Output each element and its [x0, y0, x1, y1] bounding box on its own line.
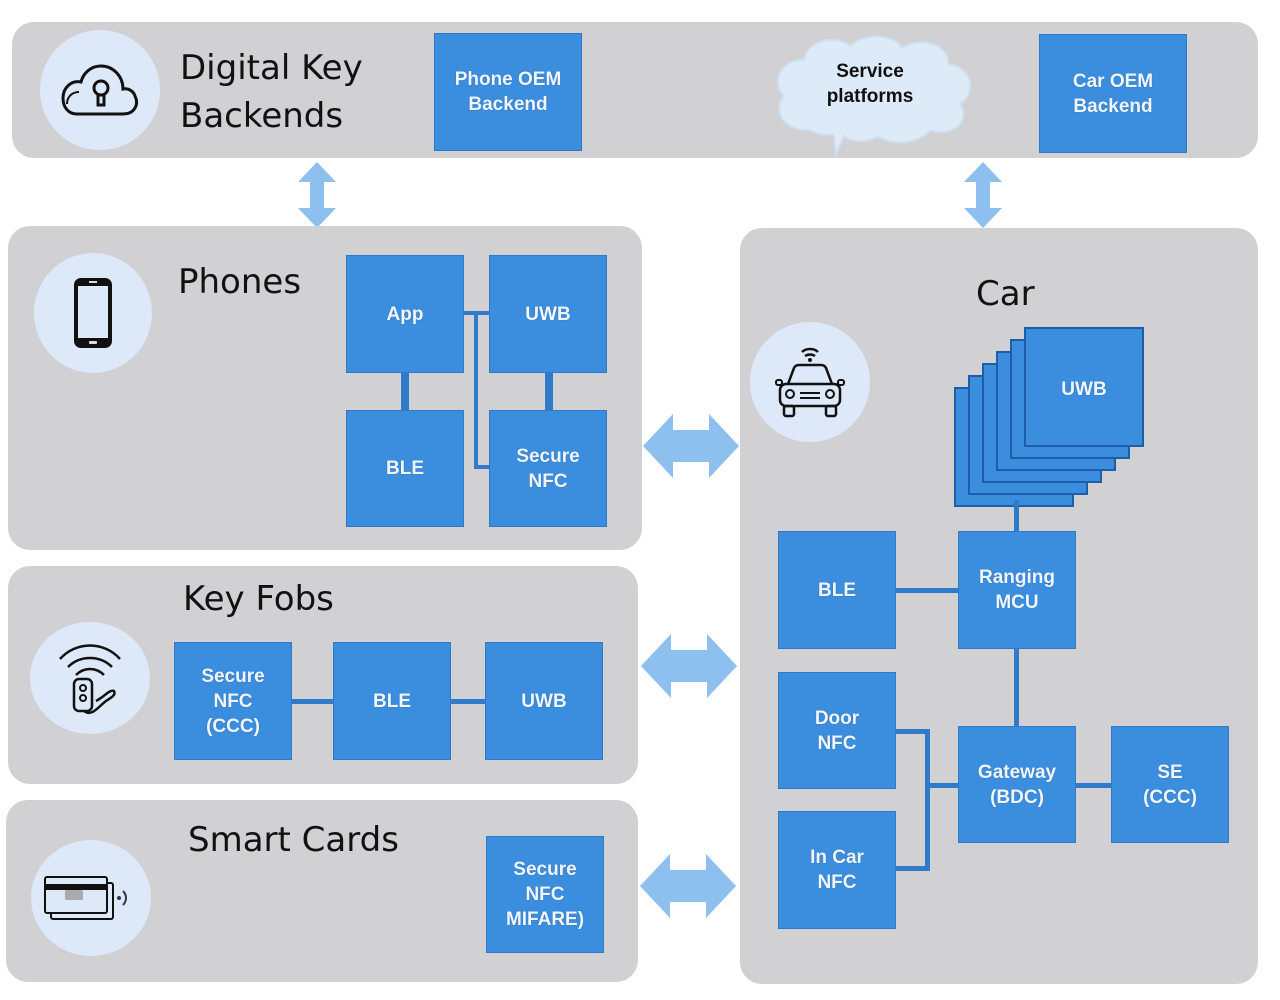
phone-ble-block: BLE: [346, 410, 464, 527]
connector: [474, 311, 478, 469]
car-ranging-mcu-block: Ranging MCU: [958, 531, 1076, 649]
connector: [1076, 783, 1112, 788]
car-icon-circle: [750, 322, 870, 442]
fob-ble-block: BLE: [333, 642, 451, 760]
car-uwb-label: UWB: [1061, 379, 1107, 400]
connector: [292, 699, 333, 704]
phone-oem-backend-block: Phone OEM Backend: [434, 33, 582, 151]
car-backend-arrow: [964, 162, 1002, 228]
fob-uwb-block: UWB: [485, 642, 603, 760]
phone-app-block: App: [346, 255, 464, 373]
connector: [545, 372, 553, 412]
connector: [896, 866, 930, 871]
car-oem-backend-block: Car OEM Backend: [1039, 34, 1187, 153]
smart-cards-title: Smart Cards: [188, 820, 399, 860]
card-secure-nfc-block: Secure NFC MIFARE): [486, 836, 604, 953]
backends-icon-circle: [40, 30, 160, 150]
connector: [451, 699, 485, 704]
car-se-block: SE (CCC): [1111, 726, 1229, 843]
key-fob-icon: [59, 644, 121, 715]
phones-title: Phones: [178, 262, 302, 302]
connector: [925, 729, 930, 869]
connector: [1014, 500, 1019, 534]
phones-backend-arrow: [298, 162, 336, 228]
service-platforms-label: Service platforms: [826, 61, 914, 107]
connected-car-icon: [775, 347, 845, 418]
phone-secure-nfc-block: Secure NFC: [489, 410, 607, 527]
phones-car-arrow: [643, 414, 739, 478]
key-fobs-title: Key Fobs: [183, 579, 334, 619]
fob-secure-nfc-block: Secure NFC (CCC): [174, 642, 292, 760]
car-ble-block: BLE: [778, 531, 896, 649]
car-door-nfc-block: Door NFC: [778, 672, 896, 789]
connector: [401, 372, 409, 412]
smart-cards-car-arrow: [640, 854, 736, 918]
key-fobs-car-arrow: [641, 634, 737, 698]
car-gateway-block: Gateway (BDC): [958, 726, 1076, 843]
smartphone-icon: [74, 278, 112, 348]
phone-uwb-block: UWB: [489, 255, 607, 373]
phones-icon-circle: [34, 253, 152, 373]
key-fobs-icon-circle: [30, 622, 150, 734]
backends-title: Digital Key Backends: [180, 48, 363, 136]
car-title: Car: [976, 274, 1035, 314]
connector: [896, 588, 958, 593]
connector: [925, 783, 959, 788]
connector: [1014, 648, 1019, 728]
connector: [896, 729, 928, 734]
connector: [474, 465, 490, 469]
service-platforms-cloud: [777, 35, 972, 158]
smart-cards-icon-circle: [31, 840, 151, 956]
smart-card-icon: [44, 876, 127, 920]
cloud-lock-icon: [61, 64, 138, 116]
car-in-car-nfc-block: In Car NFC: [778, 811, 896, 929]
car-uwb-block: UWB: [1024, 327, 1144, 447]
